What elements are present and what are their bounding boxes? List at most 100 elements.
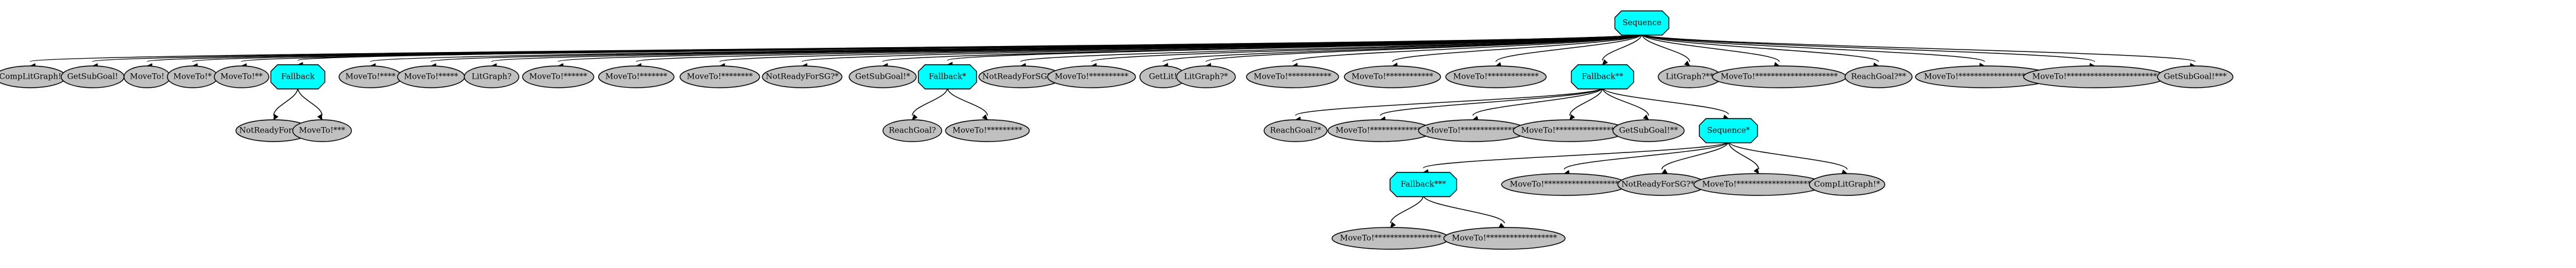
ellipse-shape [598,65,675,88]
leaf-node-n21: LitGraph?** [1658,65,1722,88]
node-label: MoveTo!******** [687,73,753,82]
edge-seq2-seq2e [1728,141,1848,170]
node-label: GetSubGoal!*** [2164,73,2227,82]
node-label: MoveTo!**** [346,73,396,82]
node-label: LitGraph? [472,73,512,82]
ellipse-shape [1443,227,1566,250]
control-node-fb4: Fallback*** [1389,172,1457,197]
node-label: GetSubGoal!** [1619,126,1678,136]
ellipse-shape [679,65,760,88]
node-label: MoveTo!************ [1352,73,1434,82]
edge-root-n22 [1641,33,1780,62]
node-label: MoveTo!**************** [1521,126,1619,136]
node-label: MoveTo!******************** [1702,180,1816,189]
node-label: MoveTo!************** [1336,126,1425,136]
ellipse-shape [292,119,352,142]
node-label: GetLit! [1149,73,1178,82]
control-node-fb3: Fallback** [1570,64,1635,90]
edge-fb3-fb3d [1569,87,1603,116]
leaf-node-n15: MoveTo!********** [1047,65,1136,88]
ellipse-shape [464,65,519,88]
edge-fb2-fb2a [912,87,948,116]
leaf-node-seq2c: NotReadyForSG?*** [1617,173,1707,196]
edge-fb2-fb2b [947,87,988,116]
edge-root-n17 [1205,33,1642,62]
octagon-shape [1614,10,1670,36]
node-label: Sequence* [1707,126,1750,136]
node-label: MoveTo!** [220,73,263,82]
node-label: MoveTo!******************* [1510,180,1619,189]
leaf-node-fb3e: GetSubGoal!** [1612,119,1685,142]
leaf-node-fb3d: MoveTo!**************** [1512,119,1627,142]
leaf-node-n1: CompLitGraph! [0,65,67,88]
node-label: LitGraph?* [1184,73,1228,82]
leaf-node-fb2b: MoveTo!********* [945,119,1030,142]
node-label: MoveTo!******* [605,73,668,82]
ellipse-shape [882,119,943,142]
leaf-node-n7: MoveTo!***** [397,65,466,88]
edge-fb3-fb3e [1602,87,1649,116]
arrowhead-fb3e [1642,114,1649,120]
node-label: NotReadyForSG?*** [1621,180,1702,189]
nodes-layer: SequenceCompLitGraph!GetSubGoal!MoveTo!M… [0,10,2233,250]
edge-fb3-fb3b [1380,87,1603,116]
arrowhead-fb4b [1498,223,1506,228]
arrowhead-seq2d [1753,168,1759,174]
ellipse-shape [522,65,595,88]
ellipse-shape [1612,119,1685,142]
node-label: CompLitGraph! [0,73,61,82]
node-label: MoveTo!*********************** [2032,73,2158,82]
control-node-seq2: Sequence* [1699,118,1758,143]
ellipse-shape [2156,65,2233,88]
node-label: LitGraph?** [1665,73,1714,82]
node-label: MoveTo!* [173,73,212,82]
edge-fb3-fb3c [1472,87,1603,116]
arrowhead-n21 [1684,60,1690,67]
leaf-node-fb3b: MoveTo!************** [1327,119,1434,142]
node-label: MoveTo!********* [952,126,1023,136]
ellipse-shape [945,119,1030,142]
edge-seq2-seq2d [1728,141,1759,170]
node-label: CompLitGraph!* [1814,180,1880,189]
arrowhead-fb1a [273,114,279,121]
leaf-node-fb2a: ReachGoal? [882,119,943,142]
control-node-fb1: Fallback [270,64,326,90]
node-label: Fallback* [929,73,966,82]
arrowhead-fb4a [1390,221,1396,228]
octagon-shape [1570,64,1635,90]
leaf-node-n14: NotReadyForSG?** [978,65,1063,88]
arrowhead-fb1b [317,114,323,121]
octagon-shape [918,64,977,90]
octagon-shape [1699,118,1758,143]
leaf-node-n3: MoveTo! [124,65,171,88]
leaf-node-fb4a: MoveTo!***************** [1331,227,1450,250]
node-label: MoveTo!********** [1055,73,1128,82]
leaf-node-n9: MoveTo!****** [522,65,595,88]
node-label: Sequence [1622,19,1662,28]
node-label: GetSubGoal!* [855,73,911,82]
control-node-fb2: Fallback* [918,64,977,90]
leaf-node-n22: MoveTo!********************* [1711,65,1847,88]
leaf-node-n11: MoveTo!******** [679,65,760,88]
node-label: MoveTo!********************** [1924,73,2045,82]
edge-root-n20 [1495,33,1642,62]
leaf-node-fb1b: MoveTo!*** [292,119,352,142]
node-label: MoveTo!*************** [1426,126,1520,136]
arrowhead-fb2a [912,114,918,120]
edge-root-fb2 [947,33,1642,61]
ellipse-shape [1808,173,1885,196]
ellipse-shape [1176,65,1236,88]
edges-layer [29,33,2196,228]
node-label: NotReadyForSG?* [766,73,839,82]
edge-fb1-fb1b [297,87,323,116]
node-label: NotReadyForSG? [239,126,308,136]
node-label: MoveTo! [130,73,165,82]
node-label: MoveTo!************* [1453,73,1539,82]
ellipse-shape [1263,119,1328,142]
leaf-node-n24: MoveTo!********************** [1915,65,2054,88]
node-label: Fallback*** [1401,180,1446,189]
edge-seq2-seq2b [1564,141,1729,170]
ellipse-shape [1246,65,1339,88]
node-label: MoveTo!********************* [1721,73,1838,82]
